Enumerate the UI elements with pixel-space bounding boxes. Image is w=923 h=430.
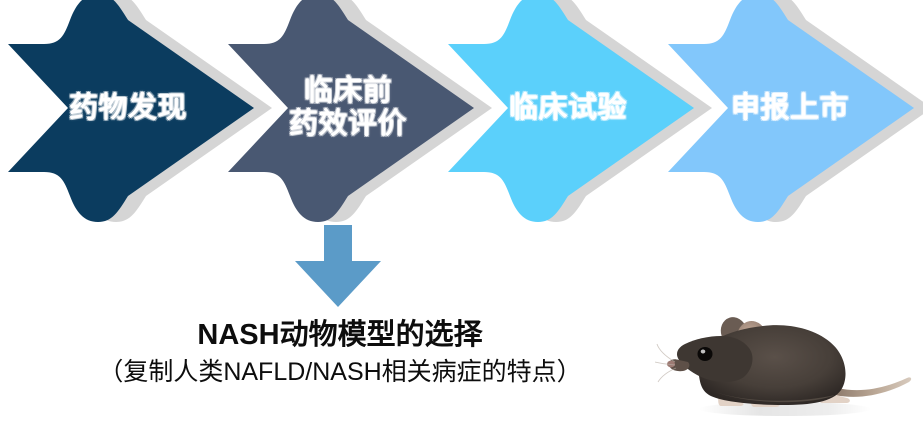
process-flow-diagram: 药物发现 临床前 药效评价 临床试验 申报上市 (8, 0, 923, 222)
process-arrow-1[interactable] (8, 0, 254, 222)
conclusion-block: NASH动物模型的选择 （复制人类NAFLD/NASH相关病症的特点） (0, 318, 680, 389)
process-arrows-svg (8, 0, 923, 222)
conclusion-subtitle: （复制人类NAFLD/NASH相关病症的特点） (98, 358, 582, 387)
down-arrow-icon (295, 225, 381, 307)
down-arrow-container (295, 225, 381, 307)
mouse-illustration-icon (655, 292, 923, 430)
mouse-photo (655, 292, 923, 430)
conclusion-title: NASH动物模型的选择 (197, 319, 483, 351)
